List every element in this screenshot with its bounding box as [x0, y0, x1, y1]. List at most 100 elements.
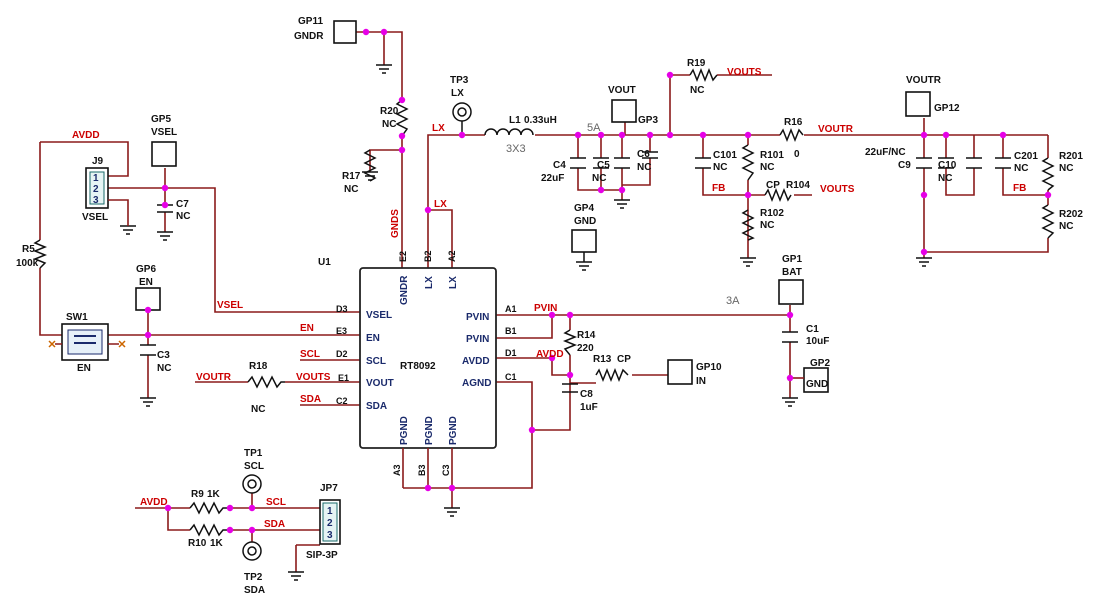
ground-icon	[576, 252, 592, 271]
capacitor-c8-icon	[562, 383, 578, 393]
ic-pin-pvin-b: PVIN	[466, 334, 489, 345]
c4-ref: C4	[553, 160, 566, 171]
resistor-r9-icon	[189, 501, 230, 515]
gp11-net: GNDR	[294, 31, 324, 42]
resistor-r102-icon	[741, 209, 755, 241]
ic-pinnum-e3: E3	[336, 326, 347, 336]
j9-pin-1: 1	[93, 173, 99, 184]
r202-ref: R202	[1059, 209, 1083, 220]
net-avdd-i2c: AVDD	[140, 497, 168, 508]
gp2-name: GP2	[810, 358, 830, 369]
c4-val: 22uF	[541, 173, 564, 184]
testpoint-boxes	[135, 20, 931, 393]
r104-ref: R104	[786, 180, 810, 191]
net-avdd-top: AVDD	[72, 130, 100, 141]
capacitor-c5-icon	[593, 157, 609, 169]
net-voutr-top: VOUTR	[818, 124, 854, 135]
capacitor-c4-icon	[570, 157, 586, 169]
gp4-name: GP4	[574, 203, 594, 214]
component-labels: R20 NC R17 NC R5 100k R18 NC R19 NC R16 …	[16, 58, 1083, 561]
ic-pin-agnd: AGND	[462, 378, 491, 389]
capacitor-c6-icon	[614, 157, 630, 169]
ic-pin-pgnd-c: PGND	[448, 416, 459, 445]
ic-pinnum-e1: E1	[338, 373, 349, 383]
c9-ref: C9	[898, 160, 911, 171]
tp3-name: TP3	[450, 75, 469, 86]
c10-ref: C10	[938, 160, 957, 171]
l1-ref: L1	[509, 115, 521, 126]
resistor-r202-icon	[1041, 204, 1055, 239]
c8-ref: C8	[580, 389, 593, 400]
ground-icon	[120, 225, 136, 235]
capacitor-c6b-icon	[642, 151, 658, 159]
r13-ref: R13	[593, 354, 612, 365]
r101-ref: R101	[760, 150, 784, 161]
j9-pin-2: 2	[93, 184, 99, 195]
r9-ref: R9	[191, 489, 204, 500]
gp3-net: VOUT	[608, 85, 636, 96]
ic-pin-lx-b: LX	[424, 276, 435, 289]
capacitor-c101-icon	[695, 157, 711, 169]
ground-icon	[288, 571, 304, 581]
net-sda: SDA	[300, 394, 321, 405]
ic-pinnum-a1: A1	[505, 304, 517, 314]
net-vsel: VSEL	[217, 300, 243, 311]
lx-current-annotation: 5A	[587, 122, 601, 134]
resistor-r10-icon	[189, 523, 230, 537]
net-pvin: PVIN	[534, 303, 557, 314]
net-vouts-ic: VOUTS	[296, 372, 331, 383]
testpoint-tp3-icon	[452, 102, 472, 135]
tp3-net: LX	[451, 88, 464, 99]
net-en: EN	[300, 323, 314, 334]
c3-ref: C3	[157, 350, 170, 361]
resistor-r17-icon	[363, 149, 377, 182]
r14-val: 220	[577, 343, 594, 354]
r18-ref: R18	[249, 361, 268, 372]
resistor-r18-icon	[247, 375, 285, 389]
r20-ref: R20	[380, 106, 399, 117]
c6-ref: C6	[637, 149, 650, 160]
ic-pin-pvin-a: PVIN	[466, 312, 489, 323]
r101-val: NC	[760, 162, 774, 173]
ic-pinnum-c3: C3	[441, 464, 451, 476]
net-fb-right: FB	[1013, 183, 1026, 194]
testpoint-gp12-icon	[905, 91, 931, 117]
r19-val: NC	[690, 85, 704, 96]
ic-pinnum-c2: C2	[336, 396, 348, 406]
ground-icon	[157, 231, 173, 241]
r17-val: NC	[344, 184, 358, 195]
c10-val: NC	[938, 173, 952, 184]
jp7-pin-1: 1	[327, 506, 333, 517]
ground-icon	[916, 257, 932, 267]
c8-val: 1uF	[580, 402, 598, 413]
r10-ref: R10	[188, 538, 207, 549]
r201-val: NC	[1059, 163, 1073, 174]
gp10-net: IN	[696, 376, 706, 387]
gp4-net: GND	[574, 216, 596, 227]
l1-size: 3X3	[506, 143, 526, 155]
ic-pin-lx-a: LX	[448, 276, 459, 289]
testpoint-gp11-icon	[333, 20, 357, 44]
testpoint-gp10-icon	[667, 359, 693, 385]
capacitor-c9b-icon	[938, 157, 954, 169]
jp7-val: SIP-3P	[306, 550, 338, 561]
gp12-net: VOUTR	[906, 75, 942, 86]
net-gnds: GNDS	[390, 209, 401, 238]
gp6-name: GP6	[136, 264, 156, 275]
net-voutr-left: VOUTR	[196, 372, 232, 383]
testpoint-tp2-icon	[242, 541, 262, 561]
j9-pin-3: 3	[93, 195, 99, 206]
ground-icon	[444, 507, 460, 517]
r18-val: NC	[251, 404, 265, 415]
j9-val: VSEL	[82, 212, 108, 223]
c7-val: NC	[176, 211, 190, 222]
gp6-net: EN	[139, 277, 153, 288]
gp2-net: GND	[806, 379, 828, 390]
testpoint-tp1-icon	[242, 474, 262, 494]
c101-val: NC	[713, 162, 727, 173]
r5-ref: R5	[22, 244, 35, 255]
c101-ref: C101	[713, 150, 737, 161]
testpoint-gp5-icon	[151, 141, 177, 167]
ic-pin-vsel: VSEL	[366, 310, 392, 321]
